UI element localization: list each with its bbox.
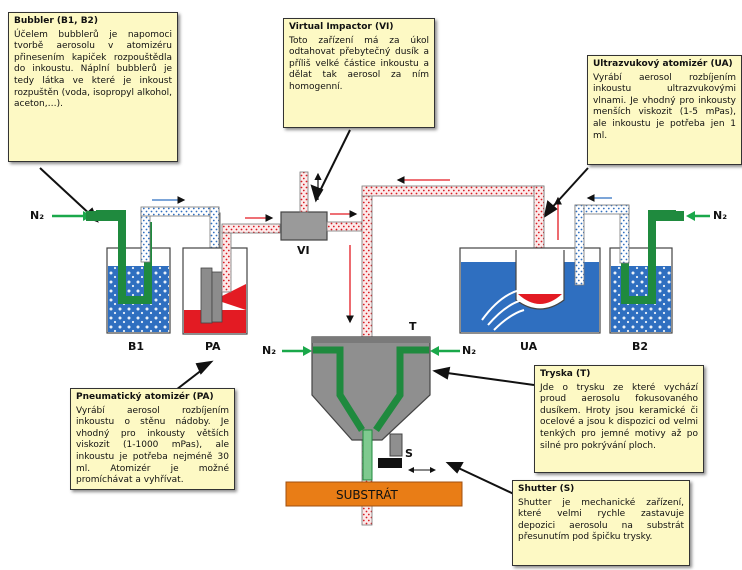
nozzle [311, 336, 431, 481]
label-ua: UA [520, 340, 538, 353]
callout-pneumatic: Pneumatický atomizér (PA) Vyrábí aerosol… [70, 388, 235, 490]
label-n2-right: N₂ [713, 209, 728, 222]
pneumatic-atomizer [182, 231, 248, 335]
substrate [285, 481, 463, 507]
callout-nozzle-text: Jde o trysku ze které vychází proud aero… [540, 382, 698, 451]
shutter [378, 433, 436, 473]
pointer-arrows [39, 129, 589, 496]
callout-bubbler: Bubbler (B1, B2) Účelem bubblerů je napo… [8, 12, 178, 162]
callout-shutter-text: Shutter je mechanické zařízení, které ve… [518, 497, 684, 543]
label-n2-left: N₂ [30, 209, 45, 222]
callout-nozzle-title: Tryska (T) [540, 369, 591, 379]
label-s: S [405, 447, 413, 460]
callout-ultrasonic-title: Ultrazvukový atomizér (UA) [593, 59, 733, 69]
bubbler-b2 [609, 210, 676, 334]
label-vi: VI [297, 244, 310, 257]
callout-impactor-title: Virtual Impactor (VI) [289, 22, 394, 32]
virtual-impactor [280, 171, 368, 241]
callout-bubbler-title: Bubbler (B1, B2) [14, 16, 98, 26]
label-b1: B1 [128, 340, 145, 353]
label-n2-nozzle-left: N₂ [262, 344, 277, 357]
callout-pneumatic-title: Pneumatický atomizér (PA) [76, 392, 214, 402]
callout-ultrasonic-text: Vyrábí aerosol rozbíjením inkoustu ultra… [593, 72, 736, 141]
label-b2: B2 [632, 340, 649, 353]
callout-impactor-text: Toto zařízení má za úkol odtahovat přeby… [289, 35, 429, 92]
callout-ultrasonic: Ultrazvukový atomizér (UA) Vyrábí aeroso… [587, 55, 742, 165]
callout-bubbler-text: Účelem bubblerů je napomoci tvorbě aeros… [14, 29, 172, 110]
callout-pneumatic-text: Vyrábí aerosol rozbíjením inkoustu o stě… [76, 405, 229, 486]
callout-nozzle: Tryska (T) Jde o trysku ze které vychází… [534, 365, 704, 473]
label-n2-nozzle-right: N₂ [462, 344, 477, 357]
label-t: T [409, 320, 417, 333]
callout-impactor: Virtual Impactor (VI) Toto zařízení má z… [283, 18, 435, 128]
callout-shutter: Shutter (S) Shutter je mechanické zaříze… [512, 480, 690, 566]
callout-shutter-title: Shutter (S) [518, 484, 575, 494]
substrate-label: SUBSTRÁT [336, 488, 398, 502]
label-pa: PA [205, 340, 221, 353]
